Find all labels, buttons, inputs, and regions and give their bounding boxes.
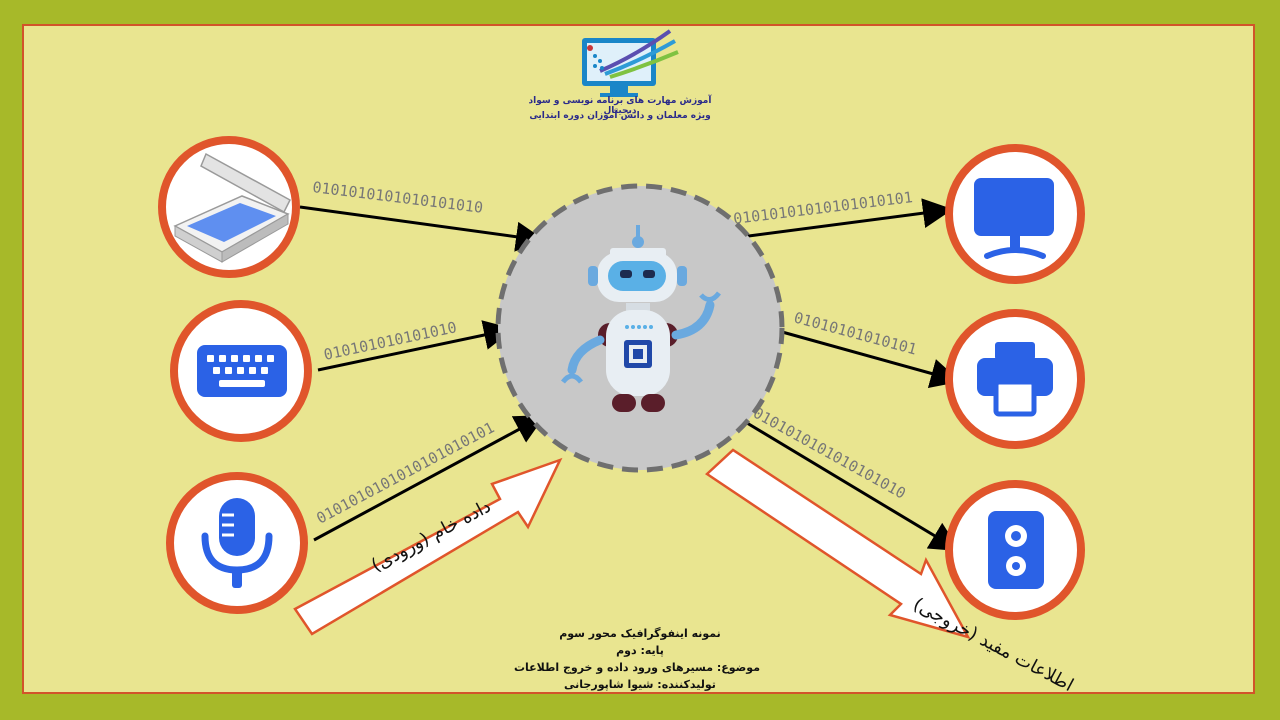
microphone-connector	[313, 415, 546, 542]
scanner-node	[158, 136, 300, 278]
speaker-node	[945, 480, 1085, 620]
microphone-icon	[201, 498, 273, 588]
speaker-connector	[741, 418, 961, 552]
robot-icon	[561, 225, 721, 412]
scanner-icon	[173, 152, 291, 263]
footer-info: نمونه اینفوگرافیک محور سوم پایه: دوم موض…	[513, 625, 760, 693]
footer-topic: موضوع: مسیرهای ورود داده و خروج اطلاعات	[513, 661, 760, 674]
speaker-icon	[988, 511, 1044, 589]
keyboard-node	[170, 300, 312, 442]
footer-title: نمونه اینفوگرافیک محور سوم	[559, 627, 721, 640]
logo-icon	[582, 29, 679, 97]
microphone-node	[166, 472, 308, 614]
monitor-connector	[717, 198, 953, 242]
footer-grade: پایه: دوم	[616, 644, 664, 657]
printer-icon	[977, 342, 1053, 417]
header-subtitle: ویژه معلمان و دانش آموزان دوره ابتدایی	[529, 111, 711, 121]
printer-connector	[774, 328, 961, 389]
scanner-connector	[299, 205, 546, 252]
footer-author: تولیدکننده: شیوا شاپورجانی	[564, 678, 716, 691]
printer-node	[945, 309, 1085, 449]
monitor-node	[945, 144, 1085, 284]
monitor-binary: 01010101010101010101	[732, 188, 913, 228]
keyboard-icon	[197, 345, 287, 397]
monitor-icon	[974, 178, 1054, 259]
keyboard-binary: 010101010101010	[322, 318, 458, 364]
keyboard-connector	[317, 320, 514, 372]
header-title: آموزش مهارت های برنامه نویسی و سواد دیجی…	[528, 96, 712, 116]
input-arrow: داده خام (ورودی)	[293, 457, 563, 636]
